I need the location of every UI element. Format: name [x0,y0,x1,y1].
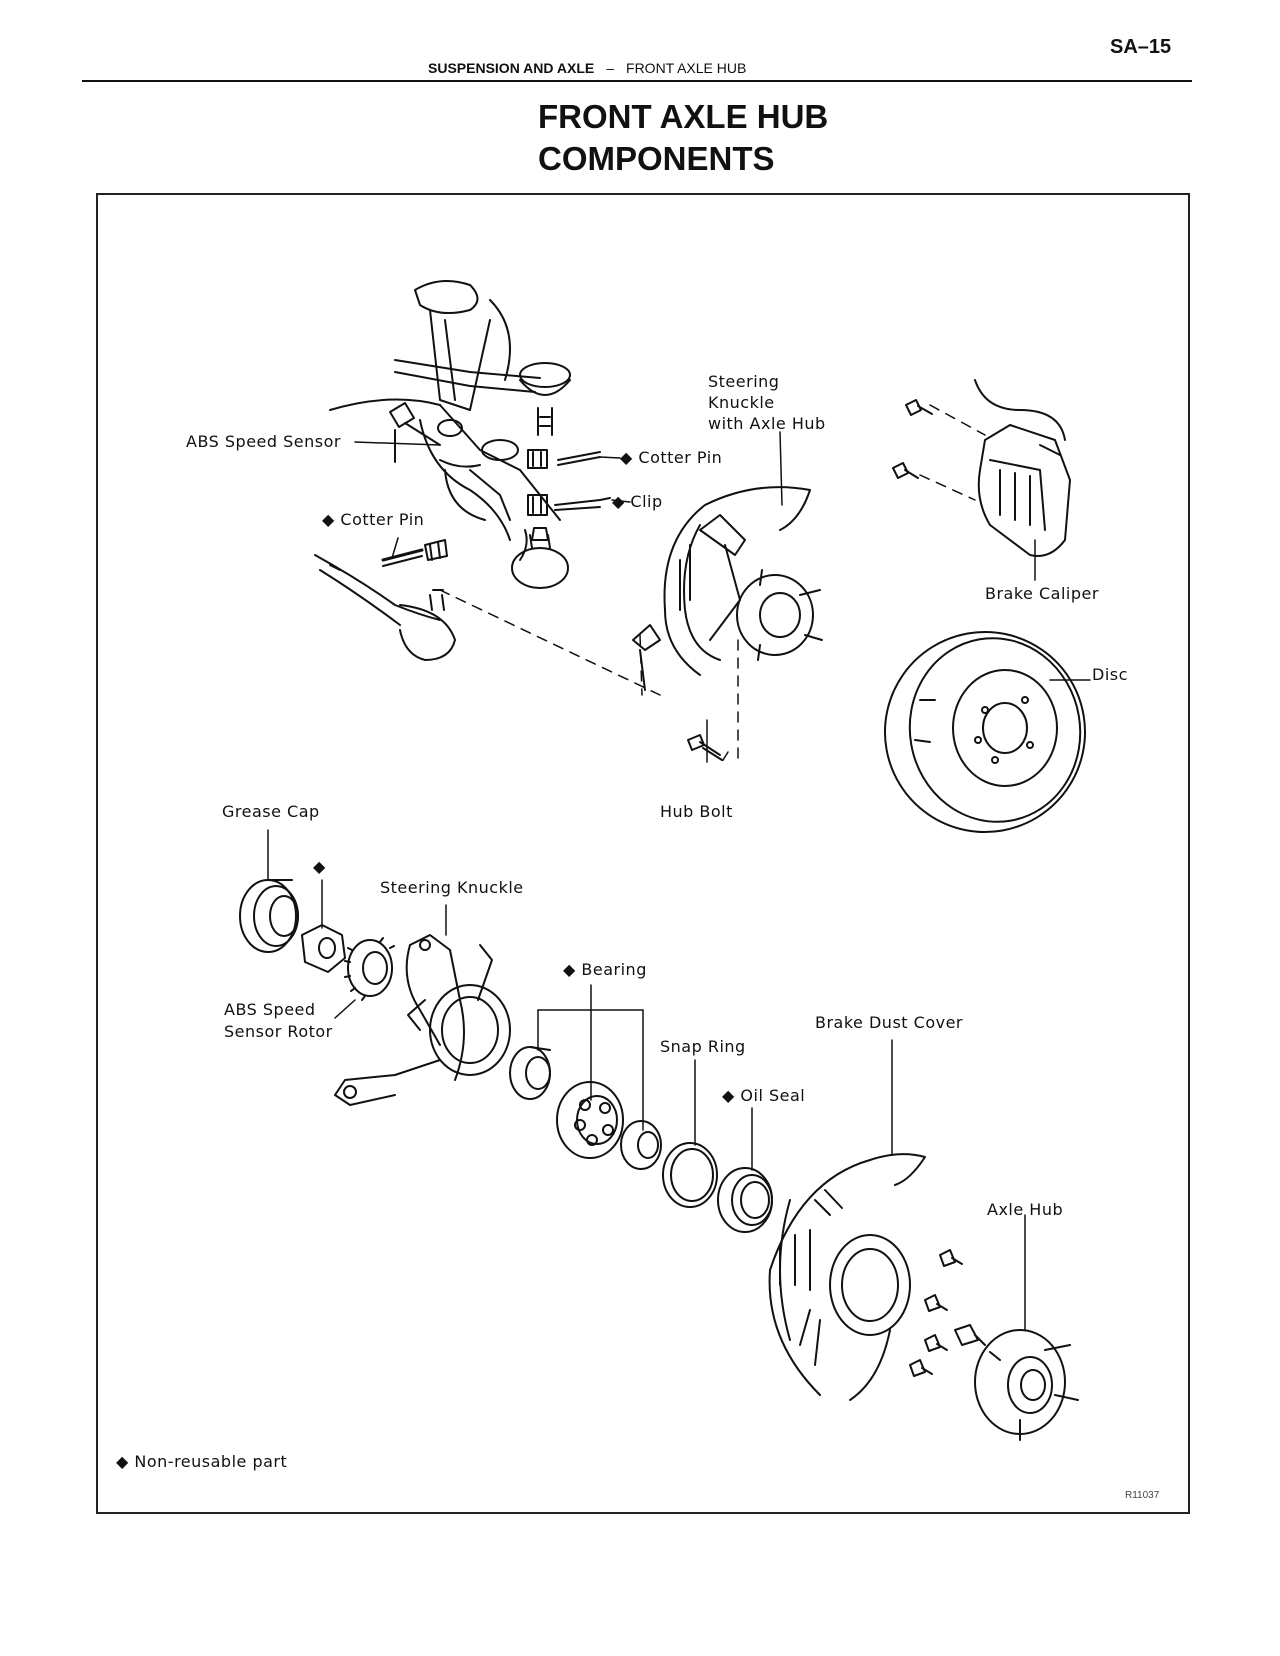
label-snap-ring: Snap Ring [660,1037,746,1056]
label-clip-text: Clip [630,492,663,511]
label-steering-knuckle-with-axle-hub-line2: Knuckle [708,393,775,412]
tie-rod-end-drawing [314,554,456,661]
leader-lines-top [354,431,1091,763]
strut-and-lower-arm-illustration [329,280,571,589]
label-steering-knuckle: Steering Knuckle [380,878,524,897]
label-grease-cap: Grease Cap [222,802,320,821]
grease-cap-non-reusable-marker: ◆ [313,857,326,876]
axle-hub-drawing [954,1324,1079,1441]
brake-dust-cover-drawing [768,1153,926,1401]
page-title-line-2: COMPONENTS [538,140,775,177]
cotter-pin-left-drawing [381,539,448,567]
page-number: SA–15 [1110,36,1172,58]
abs-speed-sensor-drawing [389,402,441,463]
label-bearing-text: Bearing [581,960,647,979]
header-separator: – [606,60,615,76]
lock-nut-drawing [301,924,346,973]
label-disc: Disc [1092,665,1128,684]
label-cotter-pin-left: ◆ Cotter Pin [322,510,424,529]
brake-caliper-drawing [892,379,1071,557]
label-oil-seal: ◆ Oil Seal [722,1086,805,1105]
disc-drawing [884,631,1086,833]
label-abs-speed-sensor-rotor-line1: ABS Speed [224,1000,316,1019]
dust-cover-bolts-drawing [909,1249,963,1377]
oil-seal-drawing [717,1167,773,1233]
steering-knuckle-axle-hub-drawing [632,486,823,691]
label-oil-seal-text: Oil Seal [740,1086,806,1105]
subsection-title: FRONT AXLE HUB [626,60,747,76]
page-title-line-1: FRONT AXLE HUB [538,98,829,135]
non-reusable-diamond-icon: ◆ [313,857,326,876]
non-reusable-diamond-icon: ◆ [620,448,633,467]
label-steering-knuckle-with-axle-hub-line3: with Axle Hub [708,414,826,433]
label-cotter-pin-right: ◆ Cotter Pin [620,448,722,467]
cotter-pin-clip-right-drawing [527,449,611,516]
label-steering-knuckle-with-axle-hub-line1: Steering [708,372,780,391]
label-clip: ◆ Clip [612,492,663,511]
leader-lines-bottom [267,829,1026,1331]
non-reusable-diamond-icon: ◆ [116,1452,129,1471]
running-head: SUSPENSION AND AXLE–FRONT AXLE HUB [428,60,746,76]
label-brake-caliper: Brake Caliper [985,584,1099,603]
header-rule [82,80,1192,82]
snap-ring-drawing [662,1142,718,1208]
page-title: FRONT AXLE HUB COMPONENTS [538,96,828,180]
figure-code: R11037 [1125,1490,1160,1501]
label-abs-speed-sensor-rotor-line2: Sensor Rotor [224,1022,333,1041]
non-reusable-diamond-icon: ◆ [322,510,335,529]
figure-frame [96,193,1190,1514]
label-bearing: ◆ Bearing [563,960,647,979]
non-reusable-diamond-icon: ◆ [722,1086,735,1105]
label-abs-speed-sensor: ABS Speed Sensor [186,432,341,451]
label-hub-bolt: Hub Bolt [660,802,733,821]
section-title: SUSPENSION AND AXLE [428,60,595,76]
label-cotter-pin-right-text: Cotter Pin [638,448,723,467]
legend-non-reusable-text: Non-reusable part [134,1452,288,1471]
abs-speed-sensor-rotor-drawing [344,937,395,1001]
label-axle-hub: Axle Hub [987,1200,1064,1219]
label-brake-dust-cover: Brake Dust Cover [815,1013,963,1032]
label-cotter-pin-left-text: Cotter Pin [340,510,425,529]
steering-knuckle-drawing [334,934,511,1106]
legend-non-reusable: ◆ Non-reusable part [116,1452,287,1471]
grease-cap-drawing [239,879,299,953]
hub-bolt-drawing [687,734,723,761]
non-reusable-diamond-icon: ◆ [612,492,625,511]
bearing-drawing [509,1046,662,1170]
non-reusable-diamond-icon: ◆ [563,960,576,979]
